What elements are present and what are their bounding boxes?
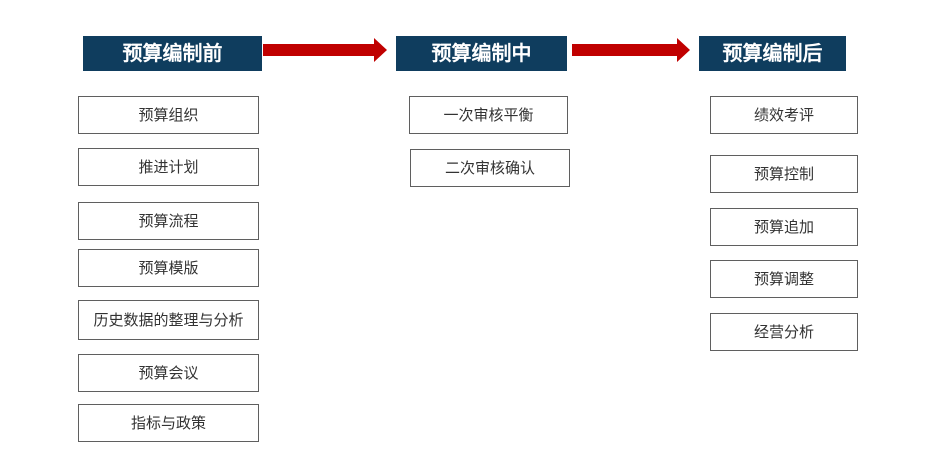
step-box-indicators-and-policies: 指标与政策 [78, 404, 259, 442]
step-box-promotion-plan: 推进计划 [78, 148, 259, 186]
step-box-budget-supplement: 预算追加 [710, 208, 858, 246]
step-box-budget-control: 预算控制 [710, 155, 858, 193]
arrow-during-to-after [572, 38, 690, 62]
step-box-performance-evaluation: 绩效考评 [710, 96, 858, 134]
step-box-first-review-balance: 一次审核平衡 [409, 96, 568, 134]
arrow-before-to-during [263, 38, 387, 62]
step-box-budget-process: 预算流程 [78, 202, 259, 240]
step-box-budget-meeting: 预算会议 [78, 354, 259, 392]
step-box-operating-analysis: 经营分析 [710, 313, 858, 351]
header-after: 预算编制后 [699, 36, 846, 71]
header-during: 预算编制中 [396, 36, 567, 71]
step-box-budget-template: 预算模版 [78, 249, 259, 287]
step-box-historical-data-analysis: 历史数据的整理与分析 [78, 300, 259, 340]
step-box-budget-adjustment: 预算调整 [710, 260, 858, 298]
header-before: 预算编制前 [83, 36, 262, 71]
step-box-budget-organization: 预算组织 [78, 96, 259, 134]
step-box-second-review-confirm: 二次审核确认 [410, 149, 570, 187]
